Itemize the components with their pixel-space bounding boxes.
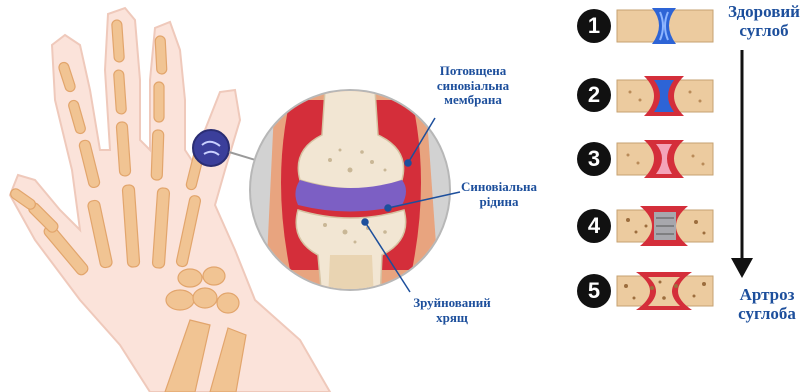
stage-5-joint (617, 272, 713, 310)
phalanx-bone (112, 20, 125, 63)
magnified-joint (250, 90, 450, 300)
label-arthrosis: Артроз суглоба (726, 285, 808, 323)
stage-4-joint (617, 206, 713, 246)
label-thickened-membrane: Потовщена синовіальна мембрана (428, 64, 518, 108)
step-badge-4: 4 (577, 209, 611, 243)
phalanx-bone (154, 82, 164, 122)
label-destroyed-cartilage: Зруйнований хрящ (410, 296, 494, 325)
stage-3-joint (617, 140, 713, 178)
carpal-bone (217, 293, 239, 313)
stage-1-joint (617, 8, 713, 44)
carpal-bone (178, 269, 202, 287)
phalanx-bone (155, 36, 167, 74)
step-badge-2: 2 (577, 78, 611, 112)
stage-2-joint (617, 76, 713, 116)
label-synovial-fluid: Синовіальна рідина (460, 180, 538, 209)
stages-group (617, 8, 753, 310)
inflamed-joint-highlight (193, 130, 229, 166)
phalanx-bone (151, 130, 164, 180)
carpal-bone (193, 288, 217, 308)
lower-bone-shaft (328, 255, 374, 300)
step-badge-1: 1 (577, 9, 611, 43)
progression-arrow-head (731, 258, 753, 278)
step-badge-5: 5 (577, 274, 611, 308)
label-healthy-joint: Здоровий суглоб (718, 2, 810, 40)
carpal-bone (166, 290, 194, 310)
step-badge-3: 3 (577, 142, 611, 176)
carpal-bone (203, 267, 225, 285)
